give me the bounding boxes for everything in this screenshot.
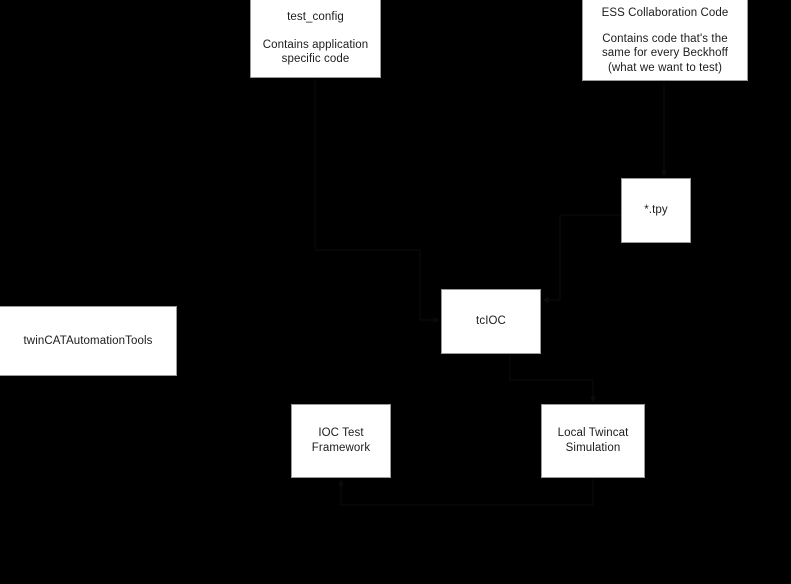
connector-tcioc-to-local-sim [509, 355, 596, 403]
node-ioc-test-framework[interactable]: IOC Test Framework [291, 404, 391, 478]
node-local-twincat-simulation[interactable]: Local Twincat Simulation [541, 404, 645, 478]
node-ess-collaboration-code[interactable]: ESS Collaboration Code Contains code tha… [582, 0, 748, 81]
spacer [251, 25, 380, 38]
connector-local-sim-to-ioc-framework [338, 479, 594, 506]
node-ioc-test-framework-title: IOC Test Framework [311, 427, 371, 454]
node-twincat-automation-tools[interactable]: twinCATAutomationTools [0, 306, 177, 376]
node-ess-collaboration-code-title: ESS Collaboration Code [601, 7, 729, 19]
node-tpy-file[interactable]: *.tpy [621, 178, 691, 243]
node-tcioc[interactable]: tcIOC [441, 289, 541, 354]
node-test-config[interactable]: test_config Contains application specifi… [250, 0, 381, 78]
node-tpy-file-title: *.tpy [644, 204, 668, 217]
node-twincat-automation-tools-title: twinCATAutomationTools [23, 334, 153, 347]
node-test-config-title: test_config [287, 11, 344, 23]
node-test-config-body: Contains application specific code [262, 38, 369, 66]
connector-testconfig-to-tcioc [314, 79, 440, 323]
connector-tpy-to-tcioc [542, 214, 621, 303]
node-local-twincat-simulation-title: Local Twincat Simulation [557, 427, 629, 454]
spacer [583, 21, 747, 32]
node-tcioc-title: tcIOC [476, 315, 506, 328]
node-ess-collaboration-code-body: Contains code that's the same for every … [601, 32, 729, 75]
